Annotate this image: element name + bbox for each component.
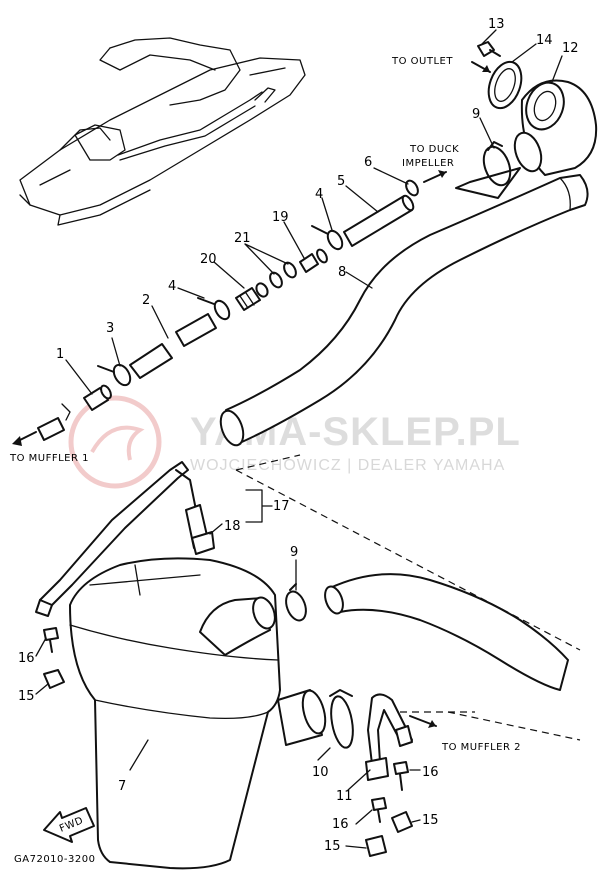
callout-4-right: 4 [315,187,323,202]
callout-15-bottom: 15 [324,839,341,854]
leader-lines [35,29,563,849]
callout-9-upper: 9 [472,107,480,122]
callout-19: 19 [272,210,289,225]
callout-11: 11 [336,789,353,804]
strap-part-11 [365,693,413,781]
bolt-part-16-left [43,627,59,653]
callout-17: 17 [273,499,290,514]
hose-part-2 [129,313,217,379]
nut-part-15-right [391,811,413,833]
callout-1: 1 [56,347,64,362]
bolt-part-16-right [393,761,409,791]
outlet-assembly [455,41,598,199]
joint-part-1 [83,384,112,411]
label-to-muffler-2: TO MUFFLER 2 [441,742,521,753]
callout-9-lower: 9 [290,545,298,560]
arrow-to-muffler-1 [12,431,37,446]
watermark-subtitle: WOJCIECHOWICZ | DEALER YAMAHA [190,457,505,474]
callout-15-right: 15 [422,813,439,828]
fitting-part-20 [235,282,269,311]
callout-4-left: 4 [168,279,176,294]
callout-12: 12 [562,41,579,56]
bolt-part-16-bottom [371,797,387,823]
hose-clamp-part-6 [405,179,419,197]
callout-10: 10 [312,765,329,780]
callout-13: 13 [488,17,505,32]
muffler-part-7 [69,557,327,870]
callout-7: 7 [118,779,126,794]
callout-16-right: 16 [422,765,439,780]
callout-21: 21 [234,231,251,246]
callout-numbers: 1 3 2 4 20 21 19 4 5 6 8 9 13 14 12 17 1… [18,17,579,854]
callout-15-left: 15 [18,689,35,704]
hose-clamp-part-9-lower [285,583,307,622]
bolt-part-13 [477,41,501,57]
callout-2: 2 [142,293,150,308]
hose-clamp-part-4-right [311,225,344,251]
clamp-part-18 [185,504,215,555]
direction-labels: TO OUTLET TO DUCK IMPELLER TO MUFFLER 1 … [9,56,521,865]
watercraft-sketch [19,37,306,226]
callout-8: 8 [338,265,346,280]
callout-20: 20 [200,252,217,267]
callout-5: 5 [337,174,345,189]
connector-lines [235,454,581,741]
gasket-part-14 [487,60,523,110]
nut-part-15-bottom [365,835,387,857]
upper-pipe-assembly [37,170,447,441]
hose-clamp-part-10 [329,689,354,749]
hose-clamp-part-3 [97,363,132,387]
label-to-muffler-1: TO MUFFLER 1 [9,453,89,464]
callout-6: 6 [364,155,372,170]
nut-part-15-left [43,669,65,689]
fwd-arrow-icon: FWD [43,807,95,843]
label-to-outlet: TO OUTLET [391,56,453,67]
part-code: GA72010-3200 [14,854,95,865]
watermark-logo [68,395,162,489]
outlet-part-12 [513,79,598,176]
hose-clamp-part-4-left [197,297,231,321]
callout-16-left: 16 [18,651,35,666]
pipe-end-left [37,403,71,441]
label-impeller: IMPELLER [402,158,454,169]
outlet-flange [455,167,521,199]
exhaust-hose-part-8 [219,174,589,447]
muffler-assembly [35,461,569,870]
callout-16-bottom: 16 [332,817,349,832]
callout-18: 18 [224,519,241,534]
callout-3: 3 [106,321,114,336]
nipple-part-19 [299,248,328,273]
hose-clamp-part-9-upper [482,141,512,187]
label-to-duck: TO DUCK [409,144,459,155]
lower-hose [324,573,569,691]
hose-part-5 [343,194,415,247]
washers-part-21 [269,261,297,289]
callout-14: 14 [536,33,553,48]
